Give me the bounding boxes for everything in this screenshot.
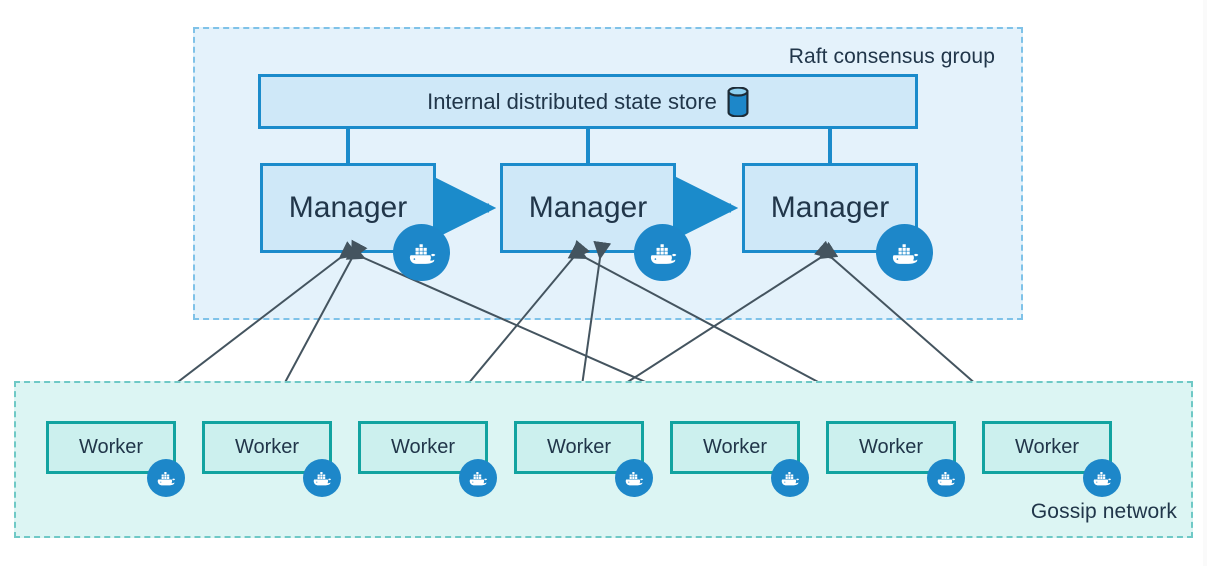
worker-node-label: Worker [390,436,456,458]
worker-node-2[interactable]: Worker [202,421,332,474]
docker-whale-icon [459,459,497,497]
state-store-label: Internal distributed state store [427,88,717,114]
docker-whale-icon [876,224,933,281]
docker-whale-icon [303,459,341,497]
docker-whale-icon [615,459,653,497]
worker-node-label: Worker [546,436,612,458]
internal-distributed-state-store[interactable]: Internal distributed state store [258,74,918,129]
docker-whale-icon [1083,459,1121,497]
gossip-network-label: Gossip network [1030,500,1177,523]
database-cylinder-icon [727,85,749,118]
docker-whale-icon [634,224,691,281]
page-edge-strip [1203,0,1207,566]
docker-whale-icon [771,459,809,497]
worker-node-label: Worker [234,436,300,458]
docker-whale-icon [393,224,450,281]
manager-node-label: Manager [770,191,890,224]
worker-node-label: Worker [78,436,144,458]
worker-node-label: Worker [1014,436,1080,458]
docker-whale-icon [927,459,965,497]
raft-consensus-group-label: Raft consensus group [788,45,995,68]
worker-node-label: Worker [702,436,768,458]
manager-node-label: Manager [288,191,408,224]
worker-node-1[interactable]: Worker [46,421,176,474]
manager-node-label: Manager [528,191,648,224]
docker-whale-icon [147,459,185,497]
worker-node-label: Worker [858,436,924,458]
worker-node-4[interactable]: Worker [514,421,644,474]
